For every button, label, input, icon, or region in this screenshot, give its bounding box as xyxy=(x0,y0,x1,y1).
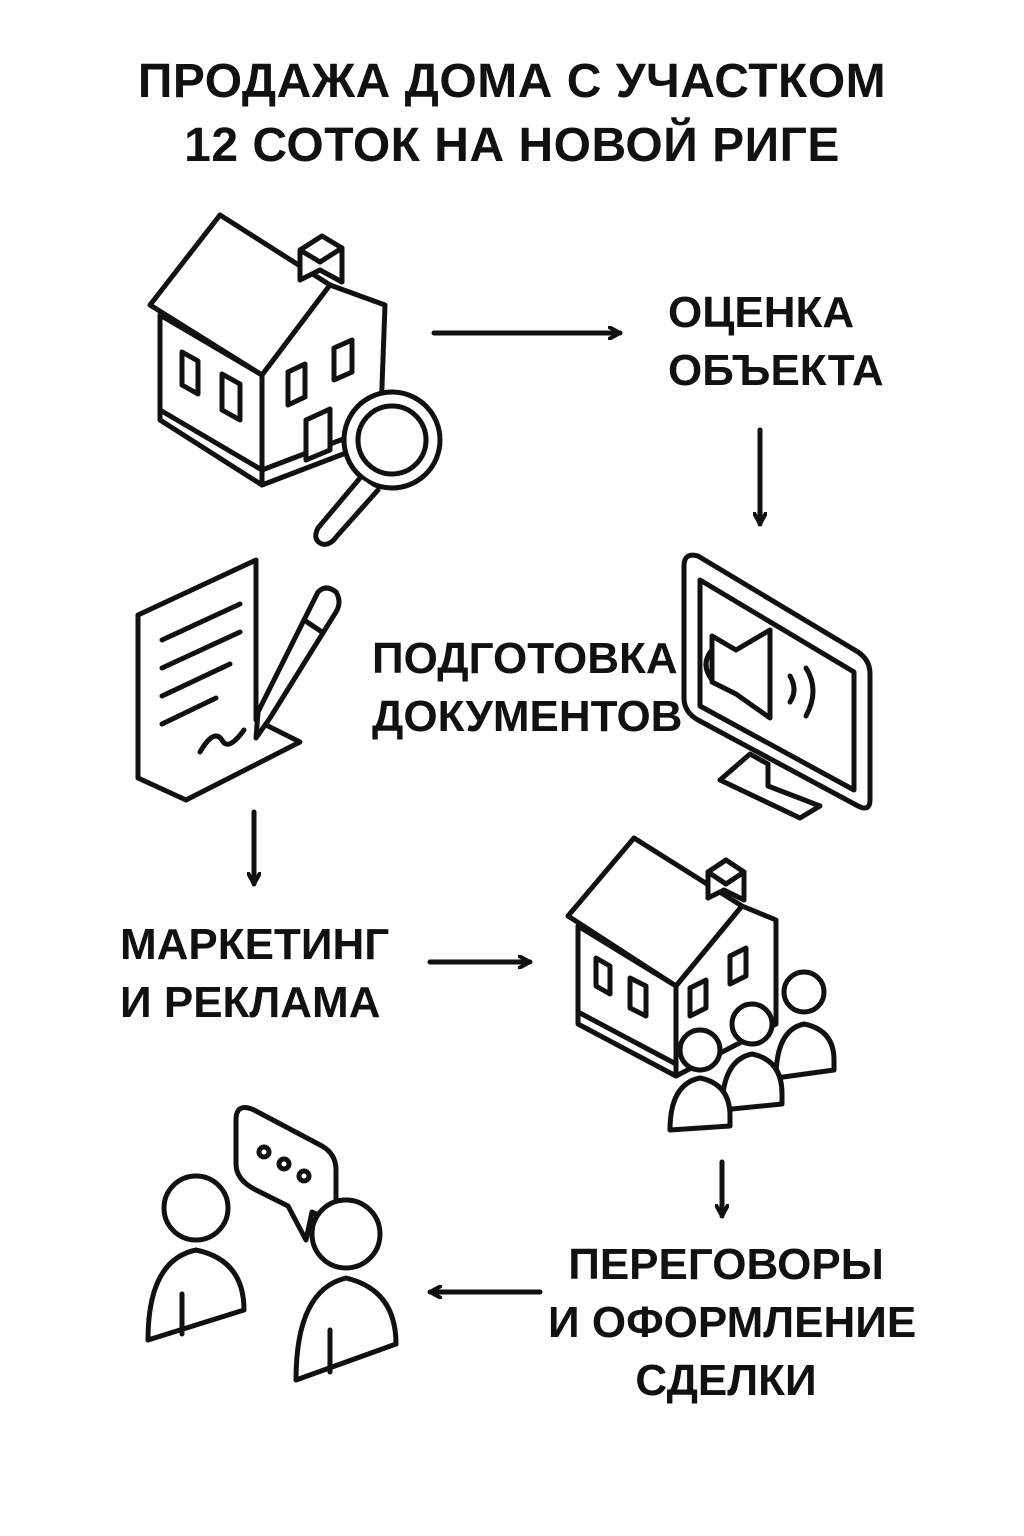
step-label-documents: ПОДГОТОВКА ДОКУМЕНТОВ xyxy=(372,630,682,746)
document-pen-icon xyxy=(135,557,342,803)
house-magnifier-icon xyxy=(147,212,443,547)
step-label-line: ПЕРЕГОВОРЫ xyxy=(568,1240,884,1289)
monitor-megaphone-icon xyxy=(681,552,873,821)
diagram-title: ПРОДАЖА ДОМА С УЧАСТКОМ 12 СОТОК НА НОВО… xyxy=(0,50,1024,178)
step-label-line: ДОКУМЕНТОВ xyxy=(372,692,683,741)
step-label-line: ПОДГОТОВКА xyxy=(372,634,678,683)
step-label-marketing: МАРКЕТИНГ И РЕКЛАМА xyxy=(120,916,389,1032)
house-people-icon xyxy=(565,835,837,1133)
step-label-line: ОБЪЕКТА xyxy=(668,346,884,395)
step-label-evaluation: ОЦЕНКА ОБЪЕКТА xyxy=(668,284,884,400)
title-line-2: 12 СОТОК НА НОВОЙ РИГЕ xyxy=(184,119,840,172)
two-people-chat-icon xyxy=(145,1105,399,1383)
step-label-line: И ОФОРМЛЕНИЕ xyxy=(548,1298,917,1347)
title-line-1: ПРОДАЖА ДОМА С УЧАСТКОМ xyxy=(137,55,887,108)
step-label-line: ОЦЕНКА xyxy=(668,288,855,337)
step-label-line: И РЕКЛАМА xyxy=(120,978,381,1027)
step-label-negotiation: ПЕРЕГОВОРЫ И ОФОРМЛЕНИЕ СДЕЛКИ xyxy=(548,1236,917,1410)
step-label-line: СДЕЛКИ xyxy=(635,1356,817,1405)
step-label-line: МАРКЕТИНГ xyxy=(120,920,390,969)
